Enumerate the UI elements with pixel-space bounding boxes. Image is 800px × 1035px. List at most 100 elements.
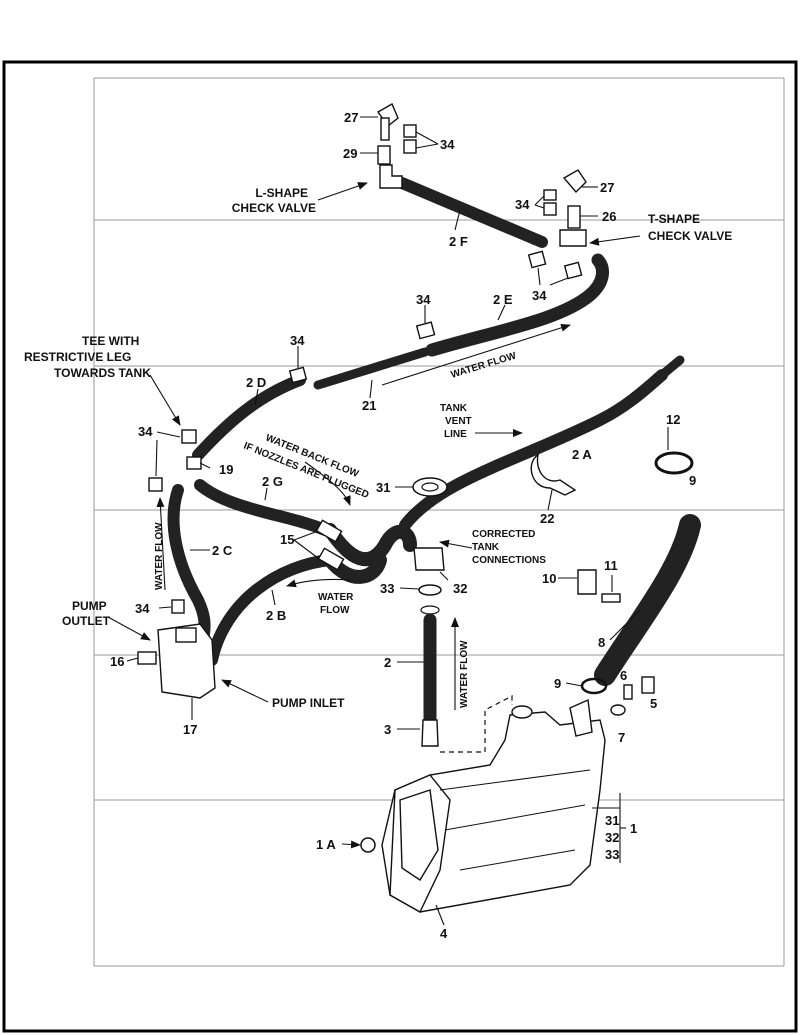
bolt-11 xyxy=(601,593,621,603)
leader-lines xyxy=(126,116,669,926)
tee-label-3: TOWARDS TANK xyxy=(54,366,151,380)
l-shape-label-2: CHECK VALVE xyxy=(232,201,316,215)
clip-22 xyxy=(530,453,577,496)
pn-11: 11 xyxy=(604,558,618,573)
fitting-16 xyxy=(137,651,157,665)
vent-label-2: VENT xyxy=(445,416,472,427)
grommet-33 xyxy=(418,584,442,596)
pn-6: 6 xyxy=(620,668,627,683)
nozzle-27-right xyxy=(562,169,587,194)
tee-label-1: TEE WITH xyxy=(82,334,139,348)
pn-1: 1 xyxy=(630,821,637,836)
washer-6 xyxy=(623,684,633,700)
water-flow-left: WATER FLOW xyxy=(154,522,165,590)
pn-34-mid: 34 xyxy=(416,292,431,307)
connector-15-a xyxy=(315,519,343,543)
pn-26: 26 xyxy=(602,209,616,224)
pn-27-left: 27 xyxy=(344,110,358,125)
pn-17: 17 xyxy=(183,722,197,737)
vent-label-1: TANK xyxy=(440,403,468,414)
pump-inlet-label: PUMP INLET xyxy=(272,696,345,710)
water-flow-center-1: WATER xyxy=(318,592,354,603)
water-flow-vertical: WATER FLOW xyxy=(459,640,470,708)
cap-1a xyxy=(360,837,376,853)
t-shape-label-1: T-SHAPE xyxy=(648,212,700,226)
pn-1a: 1 A xyxy=(316,837,336,852)
bracket-10 xyxy=(577,569,597,595)
pump-outlet-label-2: OUTLET xyxy=(62,614,111,628)
pn-2f: 2 F xyxy=(449,234,468,249)
part-29 xyxy=(377,145,391,165)
tank-connector-32 xyxy=(413,547,445,571)
washer-tank xyxy=(381,698,606,913)
pn-5: 5 xyxy=(650,696,657,711)
sleeve-34-top-b xyxy=(403,139,417,154)
dashed-linkage xyxy=(440,695,513,753)
hoses xyxy=(167,177,701,725)
sleeve-34-mid xyxy=(415,321,436,340)
sleeve-34-right-b xyxy=(543,202,557,216)
pn-21: 21 xyxy=(362,398,376,413)
sleeve-34-tee-b xyxy=(148,477,163,492)
sleeve-34-tee-a xyxy=(181,429,197,444)
sleeve-34-low-b xyxy=(563,261,583,280)
part-26 xyxy=(567,205,581,229)
sleeve-34-pump xyxy=(171,599,185,614)
pn-2: 2 xyxy=(384,655,391,670)
pn-15: 15 xyxy=(280,532,294,547)
sleeve-34-low-a xyxy=(527,250,547,269)
pn-31: 31 xyxy=(376,480,390,495)
sleeve-34-right-a xyxy=(543,189,557,201)
connector-15-b xyxy=(317,547,345,571)
pn-33: 33 xyxy=(380,581,394,596)
pn-34-tee: 34 xyxy=(138,424,153,439)
pump-17 xyxy=(157,623,216,699)
pn-8: 8 xyxy=(598,635,605,650)
pn-10: 10 xyxy=(542,571,556,586)
corrected-label-2: TANK xyxy=(472,542,500,553)
vent-label-3: LINE xyxy=(444,429,467,440)
pn-31b: 31 xyxy=(605,813,619,828)
filter-3 xyxy=(421,719,439,747)
outer-border xyxy=(2,60,798,1033)
l-valve xyxy=(379,164,403,189)
pn-3: 3 xyxy=(384,722,391,737)
pn-12: 12 xyxy=(666,412,680,427)
pn-19: 19 xyxy=(219,462,233,477)
pump-terminal xyxy=(175,627,197,643)
pn-34-pump: 34 xyxy=(135,601,150,616)
t-shape-label-2: CHECK VALVE xyxy=(648,229,732,243)
corrected-label-3: CONNECTIONS xyxy=(472,555,546,566)
pn-32b: 32 xyxy=(605,830,619,845)
water-flow-center-2: FLOW xyxy=(320,605,350,616)
part-number-labels: 27 29 34 27 34 26 2 F 34 34 2 E 34 2 D 2… xyxy=(110,110,696,941)
pn-33b: 33 xyxy=(605,847,619,862)
pn-2a: 2 A xyxy=(572,447,592,462)
pump-outlet-label-1: PUMP xyxy=(72,599,107,613)
pn-22: 22 xyxy=(540,511,554,526)
pn-2g: 2 G xyxy=(262,474,283,489)
pn-34-2d: 34 xyxy=(290,333,305,348)
pn-2d: 2 D xyxy=(246,375,266,390)
pn-9: 9 xyxy=(554,676,561,691)
sleeve-34-2d xyxy=(288,366,308,384)
corrected-label-1: CORRECTED xyxy=(472,529,535,540)
pn-16: 16 xyxy=(110,654,124,669)
pn-2c: 2 C xyxy=(212,543,233,558)
sleeve-34-top-a xyxy=(403,124,417,138)
clamp-12 xyxy=(654,451,694,475)
small-parts xyxy=(137,103,694,853)
pn-29: 29 xyxy=(343,146,357,161)
l-shape-label-1: L-SHAPE xyxy=(255,186,308,200)
pn-4: 4 xyxy=(440,926,448,941)
t-valve xyxy=(559,229,587,247)
pn-34-low: 34 xyxy=(532,288,547,303)
pn-27-right: 27 xyxy=(600,180,614,195)
pn-9-top: 9 xyxy=(689,473,696,488)
pn-2e: 2 E xyxy=(493,292,513,307)
pn-34-top: 34 xyxy=(440,137,455,152)
pn-34-right: 34 xyxy=(515,197,530,212)
arrows xyxy=(107,182,641,849)
screw-5 xyxy=(641,676,655,694)
